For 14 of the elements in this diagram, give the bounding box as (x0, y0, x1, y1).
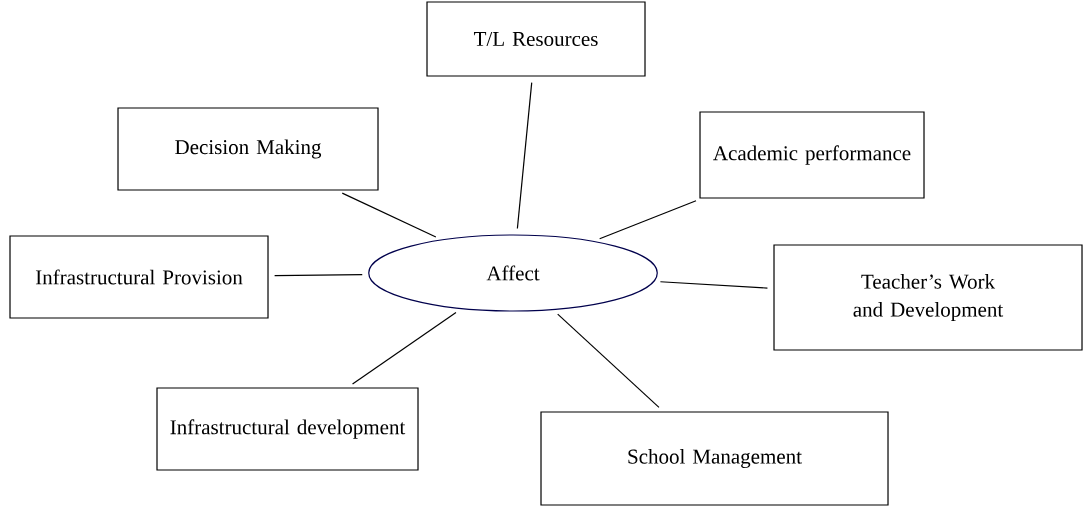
text-box: T/L Resources (426, 1, 646, 77)
text-box: Teacher’s Work and Development (773, 244, 1083, 351)
connector-line (659, 281, 768, 289)
connector-line (516, 81, 533, 230)
text-box: Infrastructural development (156, 387, 419, 471)
text-box: Infrastructural Provision (9, 235, 269, 319)
connector-line (341, 192, 437, 238)
text-box: School Management (540, 411, 889, 506)
connector-line (557, 313, 660, 408)
connector-line (274, 274, 363, 277)
text-box: Decision Making (117, 107, 379, 191)
text-box: Academic performance (699, 111, 925, 199)
connector-line (351, 311, 457, 385)
connector-line (599, 200, 697, 240)
